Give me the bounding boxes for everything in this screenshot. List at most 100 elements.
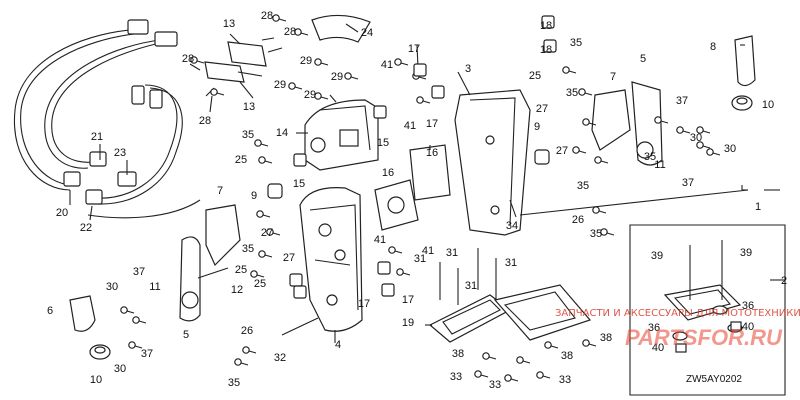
screw-12 [572, 146, 587, 154]
screw-22 [242, 346, 257, 354]
screw-5 [314, 58, 329, 66]
screw-38 [474, 370, 489, 378]
callout-9: 9 [251, 190, 257, 202]
screw-19 [266, 228, 281, 236]
callout-28: 28 [199, 115, 211, 127]
callout-11: 11 [654, 159, 665, 171]
clip-6 [293, 153, 307, 167]
callout-12: 12 [231, 284, 243, 296]
callout-37: 37 [676, 95, 688, 107]
mounting-plate-drawing [428, 284, 592, 343]
screw-8 [314, 92, 329, 100]
callout-38: 38 [452, 348, 464, 360]
callout-23: 23 [114, 147, 126, 159]
callout-29: 29 [274, 79, 286, 91]
leader-lines [69, 23, 785, 343]
screw-36 [516, 356, 531, 364]
screw-21 [250, 270, 265, 278]
callout-35: 35 [228, 377, 240, 389]
callout-15: 15 [293, 178, 305, 190]
callout-18: 18 [540, 20, 552, 32]
callout-37: 37 [133, 266, 145, 278]
callout-30: 30 [106, 281, 118, 293]
callout-4: 4 [335, 339, 341, 351]
callout-26: 26 [572, 214, 584, 226]
callout-20: 20 [56, 207, 68, 219]
bolts-drawing [281, 248, 497, 336]
clip-4 [431, 85, 445, 99]
callout-24: 24 [361, 27, 373, 39]
callout-21: 21 [91, 131, 103, 143]
callout-17: 17 [402, 294, 414, 306]
callout-18: 18 [540, 44, 552, 56]
screw-9 [562, 66, 577, 74]
callout-8: 8 [710, 41, 716, 53]
screw-34 [396, 268, 411, 276]
callout-28: 28 [182, 53, 194, 65]
callout-39: 39 [651, 250, 663, 262]
watermark-caption: ЗАПЧАСТИ И АКСЕССУАРЫ ДЛЯ МОТОТЕХНИКИ [555, 308, 800, 319]
callout-25: 25 [254, 278, 266, 290]
screw-24 [654, 116, 669, 124]
screw-37 [536, 371, 551, 379]
callout-27: 27 [261, 227, 273, 239]
screw-7 [288, 82, 303, 90]
callout-30: 30 [114, 363, 126, 375]
left-lever-drawing [179, 183, 283, 322]
screw-32 [394, 58, 409, 66]
main-housing-drawing [299, 187, 363, 332]
callout-35: 35 [577, 180, 589, 192]
callout-22: 22 [80, 222, 92, 234]
clip-8 [381, 283, 395, 297]
housing-cap-drawing [304, 99, 379, 171]
screw-1 [272, 14, 287, 22]
callout-41: 41 [381, 59, 393, 71]
callout-29: 29 [304, 89, 316, 101]
clip-2 [543, 39, 557, 53]
callout-30: 30 [724, 143, 736, 155]
screw-11 [582, 118, 597, 126]
clip-1 [541, 15, 555, 29]
clip-10 [293, 285, 307, 299]
watermark-logo: PARTSFOR.RU [625, 325, 783, 350]
screw-39 [504, 374, 519, 382]
screw-25 [676, 126, 691, 134]
callout-37: 37 [141, 348, 153, 360]
screw-29 [128, 341, 143, 349]
knob-seal-drawing [89, 35, 756, 360]
screw-16 [254, 139, 269, 147]
clip-9 [289, 273, 303, 287]
callout-29: 29 [300, 55, 312, 67]
callout-38: 38 [600, 332, 612, 344]
callout-31: 31 [446, 247, 458, 259]
callout-27: 27 [283, 252, 295, 264]
screw-20 [258, 250, 273, 258]
screw-27 [120, 306, 135, 314]
screw-6 [344, 72, 359, 80]
callout-34: 34 [506, 220, 518, 232]
callout-7: 7 [610, 71, 616, 83]
callout-28: 28 [261, 10, 273, 22]
diagram-code: ZW5AY0202 [686, 374, 742, 385]
callout-5: 5 [183, 329, 189, 341]
screw-40 [544, 341, 559, 349]
screw-17 [258, 156, 273, 164]
callout-1: 1 [755, 201, 761, 213]
callout-25: 25 [529, 70, 541, 82]
callout-17: 17 [408, 43, 420, 55]
callout-36: 36 [742, 300, 754, 312]
callout-28: 28 [284, 26, 296, 38]
callout-27: 27 [536, 103, 548, 115]
screw-23 [234, 358, 249, 366]
screw-35 [482, 352, 497, 360]
callout-40: 40 [742, 321, 754, 333]
callout-31: 31 [414, 253, 426, 265]
clip-7 [377, 261, 391, 275]
callout-35: 35 [570, 37, 582, 49]
callout-25: 25 [235, 264, 247, 276]
callout-6: 6 [47, 305, 53, 317]
clip-5 [373, 105, 387, 119]
callout-37: 37 [682, 177, 694, 189]
